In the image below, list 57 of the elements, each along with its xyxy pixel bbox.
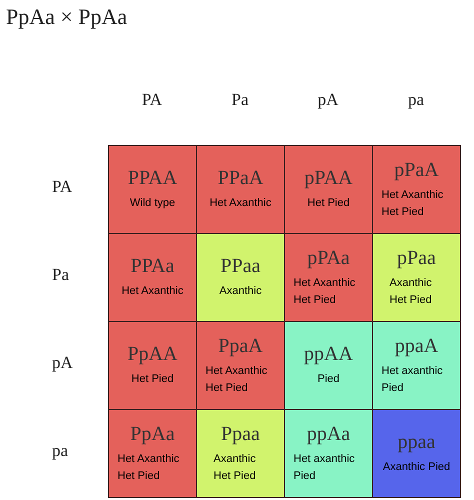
allele-label: Pa bbox=[52, 265, 69, 285]
phenotype: Het Axanthic Het Pied bbox=[382, 188, 444, 220]
punnett-cell bbox=[284, 321, 373, 410]
punnett-cell bbox=[108, 145, 197, 234]
allele-label: Pa bbox=[232, 90, 248, 110]
punnett-cell bbox=[108, 321, 197, 410]
title: PpAa × PpAa bbox=[6, 4, 128, 30]
phenotype: Het Pied bbox=[307, 196, 350, 212]
punnett-cell bbox=[196, 409, 285, 498]
genotype: PPaA bbox=[218, 167, 264, 190]
phenotype: Axanthic Het Pied bbox=[214, 452, 257, 484]
allele-label: pA bbox=[52, 353, 73, 373]
phenotype: Het Axanthic Het Pied bbox=[294, 276, 356, 308]
allele-label: PA bbox=[142, 90, 162, 110]
genotype: ppaa bbox=[398, 431, 436, 454]
genotype: PPAa bbox=[130, 255, 174, 278]
genotype: PpAa bbox=[130, 423, 175, 445]
genotype: PpAA bbox=[127, 343, 178, 366]
phenotype: Axanthic bbox=[219, 284, 262, 300]
phenotype: Het Axanthic bbox=[122, 284, 184, 300]
punnett-cell bbox=[108, 409, 197, 498]
allele-label: PA bbox=[52, 177, 72, 197]
allele-label: pA bbox=[318, 90, 338, 110]
punnett-cell bbox=[284, 409, 373, 498]
allele-label: pa bbox=[52, 441, 68, 461]
genotype: PPaa bbox=[220, 255, 260, 278]
allele-label: pa bbox=[408, 90, 424, 110]
punnett-cell bbox=[108, 233, 197, 322]
genotype: ppAA bbox=[304, 343, 353, 366]
punnett-cell bbox=[372, 409, 461, 498]
punnett-cell bbox=[372, 145, 461, 234]
genotype: ppaA bbox=[394, 335, 438, 357]
phenotype: Het axanthic Pied bbox=[294, 452, 356, 484]
phenotype: Wild type bbox=[130, 196, 176, 212]
genotype: pPaa bbox=[397, 247, 436, 269]
phenotype: Het Axanthic Het Pied bbox=[206, 364, 268, 396]
genotype: PPAA bbox=[128, 167, 178, 190]
punnett-cell bbox=[284, 233, 373, 322]
genotype: Ppaa bbox=[221, 423, 260, 445]
phenotype: Axanthic Pied bbox=[382, 460, 450, 476]
genotype: ppAa bbox=[306, 423, 350, 445]
phenotype: Het Axanthic Het Pied bbox=[118, 452, 180, 484]
punnett-cell bbox=[196, 233, 285, 322]
genotype: pPAA bbox=[304, 167, 353, 190]
punnett-cell bbox=[196, 145, 285, 234]
punnett-cell bbox=[372, 233, 461, 322]
punnett-cell bbox=[284, 145, 373, 234]
phenotype: Pied bbox=[317, 372, 340, 388]
phenotype: Het axanthic Pied bbox=[382, 364, 444, 396]
phenotype: Axanthic Het Pied bbox=[390, 276, 433, 308]
genotype: pPAa bbox=[307, 247, 350, 269]
genotype: pPaA bbox=[394, 159, 439, 181]
punnett-cell bbox=[372, 321, 461, 410]
punnett-cell bbox=[196, 321, 285, 410]
phenotype: Het Pied bbox=[131, 372, 174, 388]
genotype: PpaA bbox=[218, 335, 263, 357]
phenotype: Het Axanthic bbox=[210, 196, 272, 212]
